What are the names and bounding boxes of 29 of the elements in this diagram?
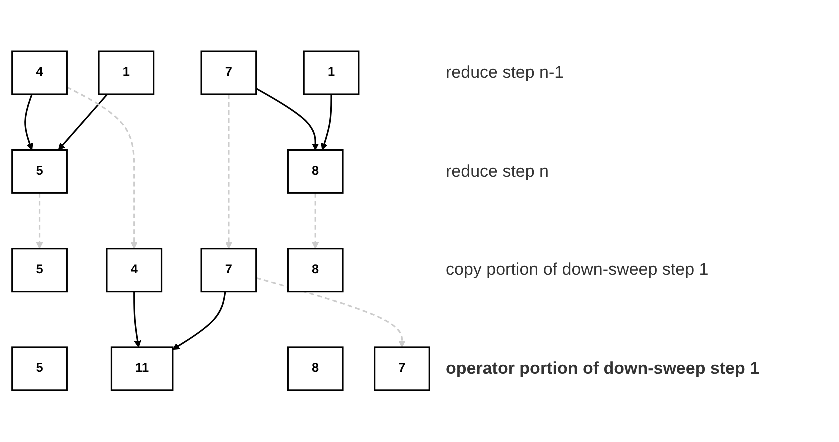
node-box: 4 [106, 248, 163, 293]
arrow [24, 94, 34, 151]
arrow [256, 277, 406, 348]
node-box: 7 [374, 346, 430, 392]
node-box: 1 [98, 50, 155, 96]
arrow [134, 292, 142, 348]
arrow [172, 292, 226, 350]
node-box: 7 [200, 50, 258, 96]
arrow [36, 193, 44, 250]
node-box: 5 [12, 149, 68, 194]
arrow [312, 193, 320, 250]
row-label: operator portion of down-sweep step 1 [446, 358, 760, 379]
node-box: 5 [12, 248, 68, 293]
arrow [58, 94, 108, 151]
arrow [66, 86, 138, 250]
arrow [321, 94, 332, 151]
arrow [225, 94, 232, 250]
node-box: 7 [200, 248, 258, 293]
node-box: 8 [287, 149, 344, 194]
node-box: 4 [12, 50, 68, 96]
row-label: reduce step n [446, 162, 550, 182]
node-box: 5 [12, 346, 68, 392]
node-box: 8 [287, 346, 344, 392]
row-label: copy portion of down-sweep step 1 [446, 260, 709, 280]
node-box: 11 [110, 346, 174, 392]
node-box: 8 [287, 248, 344, 293]
node-box: 1 [303, 50, 360, 96]
arrow [256, 88, 320, 151]
row-label: reduce step n-1 [446, 63, 564, 84]
